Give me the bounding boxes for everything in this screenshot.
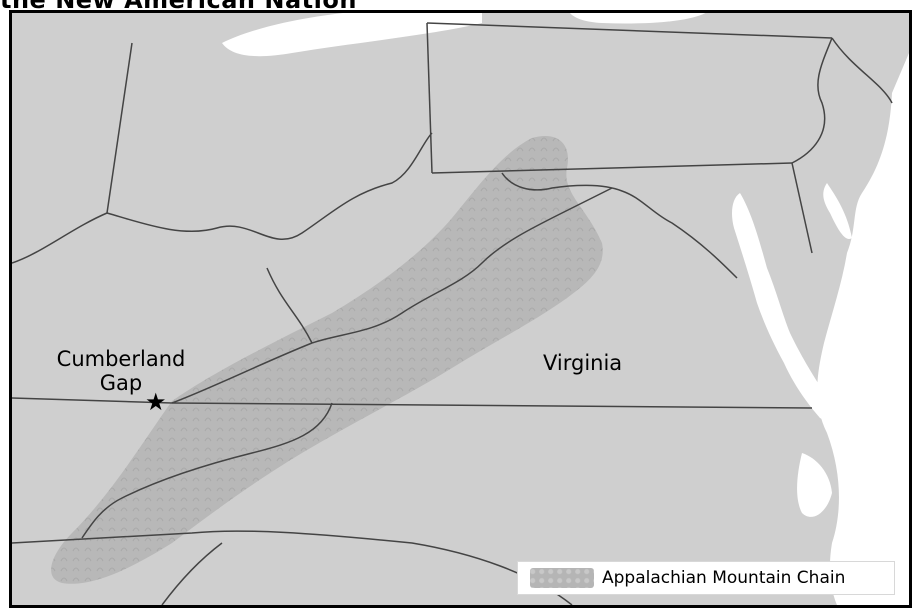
cumberland-gap-star-icon: ★ — [145, 388, 167, 416]
border-ohio-river — [106, 132, 433, 240]
cumberland-gap-label: Cumberland Gap — [56, 347, 186, 395]
appalachian-mountain-chain — [51, 136, 603, 584]
legend-label: Appalachian Mountain Chain — [602, 568, 846, 588]
border-ky-wv — [266, 267, 313, 344]
map-canvas — [12, 13, 909, 605]
border-pa-md — [431, 162, 793, 174]
lake-erie — [222, 13, 482, 57]
delaware-bay — [823, 183, 852, 239]
map-frame: Cumberland Gap ★ Virginia Appalachian Mo… — [9, 10, 912, 608]
lake-ontario — [570, 13, 706, 24]
border-ny-nj — [831, 37, 893, 104]
border-nj-pa — [791, 37, 833, 164]
legend-swatch-mountains — [530, 568, 594, 588]
pamlico-sound — [797, 453, 832, 517]
atlantic-ocean — [817, 53, 909, 605]
border-md-de — [791, 162, 813, 254]
border-ky-tn — [12, 397, 173, 404]
chesapeake-bay — [732, 193, 829, 419]
border-ky-va — [171, 342, 313, 404]
border-nc-tn — [81, 402, 333, 539]
border-ohio-west — [106, 42, 133, 214]
border-va-nc — [171, 402, 813, 409]
map-legend: Appalachian Mountain Chain — [517, 561, 895, 595]
border-ky-north — [12, 212, 108, 264]
virginia-label: Virginia — [543, 351, 623, 375]
border-wv-md — [501, 172, 738, 279]
border-wv-va — [311, 187, 613, 344]
border-ohio-pa — [426, 22, 433, 174]
border-pa-ny — [426, 22, 833, 39]
border-tn-ga — [161, 542, 223, 605]
